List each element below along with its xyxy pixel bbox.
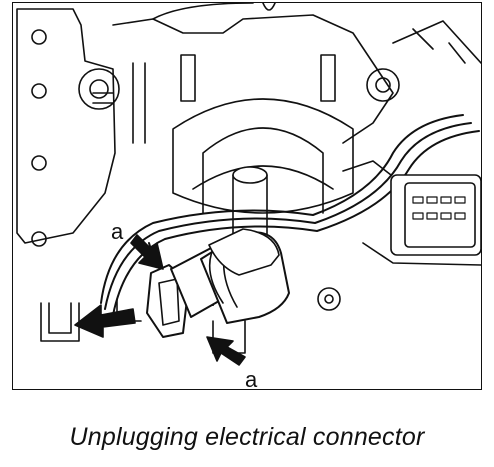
housing-rib (320, 54, 336, 102)
figure-caption: Unplugging electrical connector (69, 423, 425, 451)
bottom-bracket (40, 302, 80, 342)
release-arrow-top (130, 234, 164, 270)
bolt (89, 79, 109, 99)
mounting-hole (31, 29, 47, 45)
multipin-connector (390, 174, 481, 256)
diagram-frame: a a (12, 2, 482, 390)
left-mounting-plate (16, 8, 116, 244)
wiring-harness (100, 114, 464, 304)
connector-illustration (16, 3, 481, 366)
boss (78, 68, 120, 110)
callout-label-left: a (111, 219, 124, 244)
pull-direction-arrow (74, 304, 136, 338)
central-dome (172, 98, 354, 214)
sensor-stem (232, 174, 268, 236)
callout-label-bottom: a (245, 367, 258, 390)
mounting-hole (31, 155, 47, 171)
upper-housing (112, 14, 394, 144)
right-bolt (366, 68, 400, 102)
connector-pins (412, 196, 466, 220)
mounting-hole (31, 231, 47, 247)
electrical-connector (146, 228, 290, 338)
mounting-hole (31, 83, 47, 99)
housing-rib (180, 54, 196, 102)
release-arrow-bottom (206, 336, 246, 366)
